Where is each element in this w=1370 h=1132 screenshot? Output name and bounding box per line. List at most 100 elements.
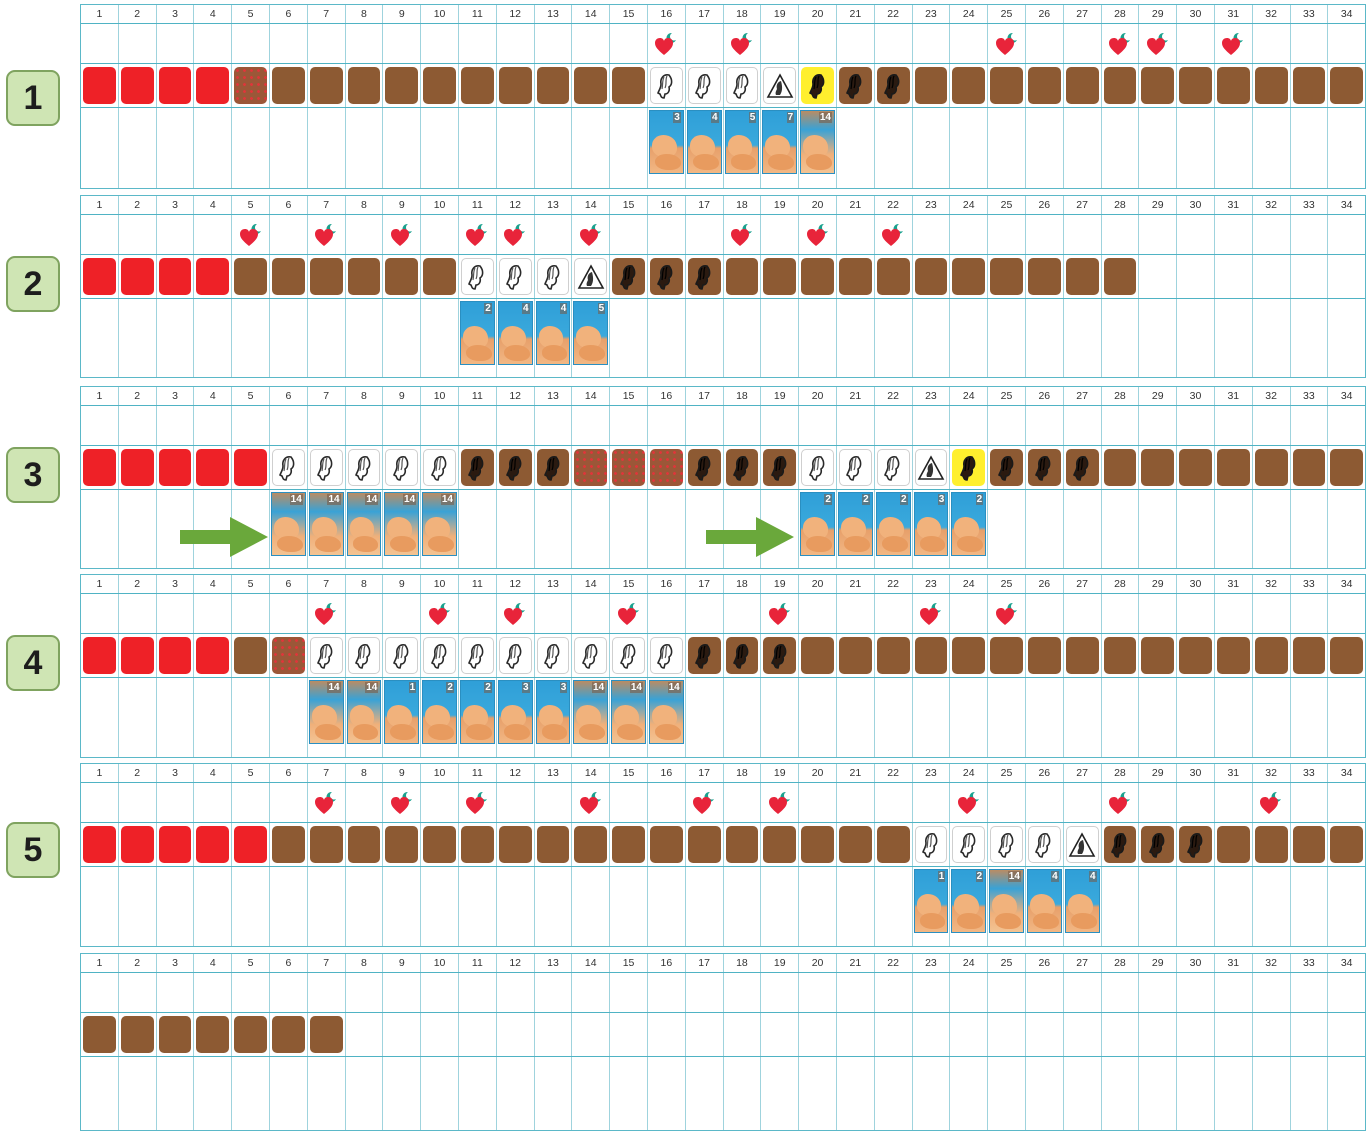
white-baby-stamp [915,826,948,863]
day-number: 13 [535,387,573,405]
peak-triangle-stamp [574,258,607,295]
mucus-card-cell [346,108,384,188]
intercourse-cell [572,973,610,1012]
intercourse-cell [799,783,837,822]
intercourse-cell [724,215,762,254]
white-baby-stamp [423,637,456,674]
intercourse-cell [346,783,384,822]
observation-cell [799,255,837,298]
day-number: 1 [81,575,119,593]
day-number: 33 [1291,387,1329,405]
brown-stamp [310,258,343,295]
observation-cell [421,64,459,107]
intercourse-cell [1291,215,1329,254]
observation-cell [875,255,913,298]
observation-cell [988,634,1026,677]
mucus-card-cell [913,108,951,188]
intercourse-cell [1102,24,1140,63]
day-number: 29 [1139,196,1177,214]
brown-stamp [272,826,305,863]
heart-icon [1109,797,1127,814]
day-number-row: 1234567891011121314151617181920212223242… [81,196,1365,215]
observation-cell [724,64,762,107]
heart-moon-icon [503,222,527,248]
observation-cell [950,255,988,298]
day-number: 9 [383,387,421,405]
mucus-card-cell [799,299,837,377]
mucus-card-cell [1026,490,1064,568]
day-number: 20 [799,5,837,23]
day-number: 19 [761,764,799,782]
intercourse-cell [648,24,686,63]
intercourse-cell [950,783,988,822]
day-number: 3 [157,387,195,405]
mucus-card-cell: 4 [1026,867,1064,946]
mucus-photo-card: 2 [876,492,911,556]
mucus-photo-card: 14 [309,492,344,556]
intercourse-cell [157,215,195,254]
mucus-card-cell [761,867,799,946]
observation-cell [459,64,497,107]
intercourse-cell [1253,24,1291,63]
mucus-card-cell [1139,490,1177,568]
intercourse-cell [1064,594,1102,633]
heart-icon [580,229,598,246]
brown-stamp [574,67,607,104]
peak-triangle-stamp [1066,826,1099,863]
brown-stamp [574,826,607,863]
heart-moon-icon [1221,31,1245,57]
heart-icon [504,229,522,246]
intercourse-cell [1291,594,1329,633]
red-stamp [159,449,192,486]
observation-cell [1102,64,1140,107]
observation-cell [346,255,384,298]
day-number: 16 [648,764,686,782]
mucus-card-cell [1026,1057,1064,1130]
brown-stamp [915,637,948,674]
mucus-card-cell [1102,867,1140,946]
intercourse-cell [421,406,459,445]
day-number: 32 [1253,5,1291,23]
intercourse-cell [988,973,1026,1012]
mucus-card-cell [1215,108,1253,188]
mucus-card-cell [913,1057,951,1130]
cycle-number-label: 1 [6,70,60,126]
intercourse-cell [1215,406,1253,445]
day-number: 30 [1177,5,1215,23]
observation-cell [1215,64,1253,107]
day-number: 18 [724,5,762,23]
mucus-card-cell [459,108,497,188]
red-stamp [83,637,116,674]
observation-row [81,1013,1365,1057]
observation-cell [1026,64,1064,107]
day-number: 32 [1253,954,1291,972]
mucus-card-cell [459,867,497,946]
day-number: 8 [346,5,384,23]
observation-cell [1139,1013,1177,1056]
observation-cell [383,446,421,489]
observation-cell [1291,1013,1329,1056]
observation-cell [383,823,421,866]
day-number: 8 [346,387,384,405]
mucus-card-cell [648,490,686,568]
mucus-card-cell [1064,678,1102,757]
day-number: 3 [157,954,195,972]
mucus-card-cell [1177,867,1215,946]
mucus-card-cell [1215,490,1253,568]
red-stamp [196,258,229,295]
mucus-card-cell: 14 [346,490,384,568]
observation-cell [724,634,762,677]
card-score: 5 [598,303,606,314]
intercourse-cell [459,406,497,445]
observation-cell [232,446,270,489]
intercourse-cell [232,594,270,633]
mucus-card-cell [383,108,421,188]
mucus-card-cell: 2 [950,490,988,568]
card-score: 2 [862,494,870,505]
observation-cell [459,446,497,489]
observation-cell [724,255,762,298]
white-baby-stamp [574,637,607,674]
day-number: 9 [383,954,421,972]
brown-stamp [310,826,343,863]
intercourse-cell [194,24,232,63]
